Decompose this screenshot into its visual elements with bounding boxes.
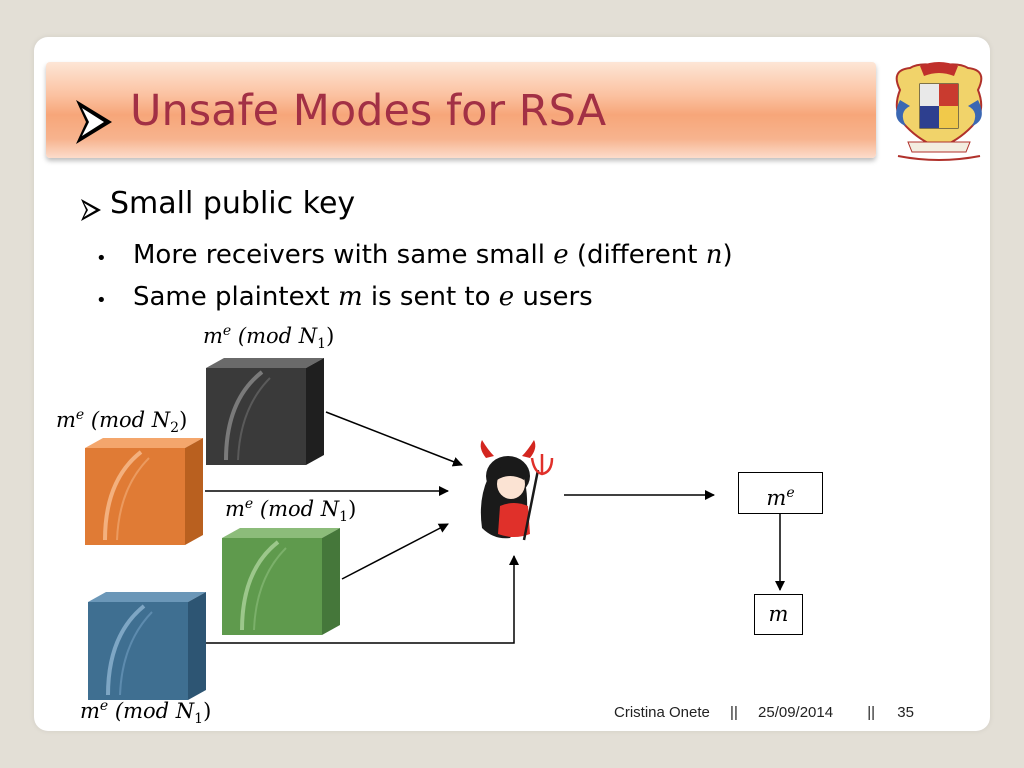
bullet-1-var-n: n xyxy=(705,240,723,270)
label-close: ) xyxy=(179,408,188,432)
bullet-1-post: ) xyxy=(722,240,733,270)
label-sub: 1 xyxy=(194,711,204,728)
footer-author: Cristina Onete xyxy=(614,704,710,721)
heading-arrow-icon xyxy=(81,199,101,221)
bullet-2-var-e: e xyxy=(498,282,515,312)
bullet-dot: • xyxy=(96,248,107,269)
bullet-2-mid: is sent to xyxy=(362,282,499,312)
crest-logo xyxy=(895,62,983,161)
final-value: m xyxy=(768,602,789,626)
label-mod: (mod N xyxy=(237,324,318,348)
green-cube xyxy=(222,528,340,635)
label-close: ) xyxy=(326,324,335,348)
label-close: ) xyxy=(348,497,357,521)
bullet-2-pre: Same plaintext xyxy=(133,282,338,312)
orange-cube xyxy=(85,438,203,545)
label-base: m xyxy=(80,699,100,723)
bullet-dot: • xyxy=(96,290,107,311)
footer-date: 25/09/2014 xyxy=(758,704,834,721)
arrow-black-to-attacker xyxy=(325,411,463,467)
bullet-2-var-m: m xyxy=(337,282,363,312)
label-mod: (mod N xyxy=(259,497,340,521)
footer-separator: || xyxy=(730,704,738,721)
arrow-blue-to-attacker xyxy=(206,555,519,644)
bullet-1-pre: More receivers with same small xyxy=(133,240,554,270)
attacker-devil-icon xyxy=(480,440,554,541)
bullet-1-var-e: e xyxy=(553,240,569,270)
final-box-m: m xyxy=(754,594,803,635)
label-blue-cube: me (mod N1) xyxy=(80,698,211,727)
label-black-cube: me (mod N1) xyxy=(203,323,334,352)
title-bar xyxy=(46,62,876,158)
arrow-green-to-attacker xyxy=(341,523,449,580)
bullet-2-post: users xyxy=(514,282,593,312)
label-close: ) xyxy=(203,699,212,723)
label-base: m xyxy=(56,408,76,432)
title-arrow-icon xyxy=(76,100,112,144)
label-orange-cube: me (mod N2) xyxy=(56,407,187,436)
blue-cube xyxy=(88,592,206,700)
result-exp: e xyxy=(786,485,795,501)
label-mod: (mod N xyxy=(90,408,171,432)
footer: Cristina Onete || 25/09/2014 || 35 xyxy=(614,704,914,721)
label-exp: e xyxy=(244,496,254,512)
label-sub: 1 xyxy=(339,509,349,526)
result-base: m xyxy=(766,486,787,510)
label-mod: (mod N xyxy=(114,699,195,723)
label-sub: 2 xyxy=(170,420,180,437)
label-base: m xyxy=(203,324,223,348)
bullet-2: Same plaintext m is sent to e users xyxy=(133,282,593,312)
footer-separator: || xyxy=(867,704,876,721)
label-green-cube: me (mod N1) xyxy=(225,496,356,525)
label-exp: e xyxy=(75,407,85,423)
label-exp: e xyxy=(99,698,109,714)
bullet-1: More receivers with same small e (differ… xyxy=(133,240,733,270)
label-exp: e xyxy=(222,323,232,339)
slide-title: Unsafe Modes for RSA xyxy=(130,86,607,136)
footer-page-number: 35 xyxy=(897,704,914,721)
bullet-1-mid: (different xyxy=(568,240,706,270)
label-sub: 1 xyxy=(317,336,327,353)
result-box-m-e: me xyxy=(738,472,823,514)
heading-small-public-key: Small public key xyxy=(110,186,356,221)
label-base: m xyxy=(225,497,245,521)
black-cube xyxy=(206,358,324,465)
